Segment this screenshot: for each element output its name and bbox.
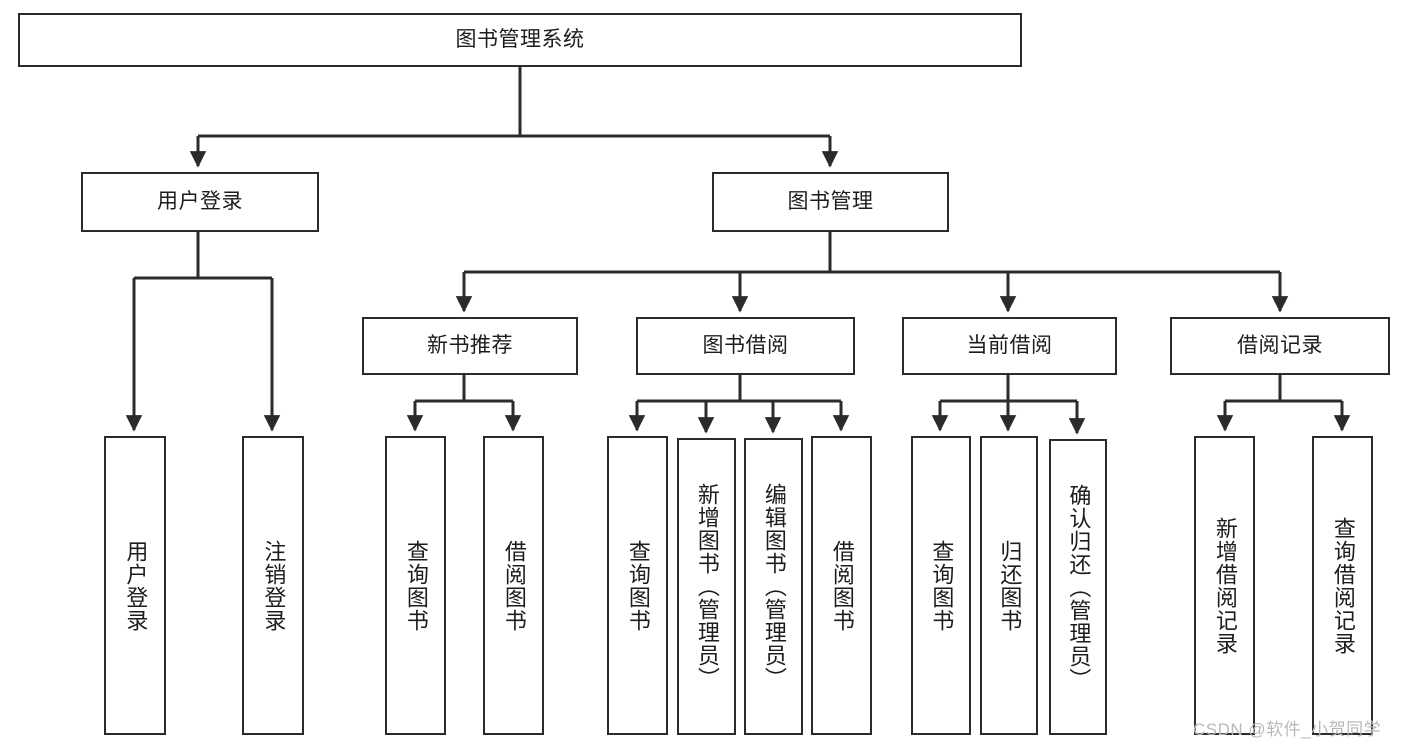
leaf-borrow-query-book[interactable]: 查询图书 xyxy=(607,436,668,735)
node-borrow-record[interactable]: 借阅记录 xyxy=(1170,317,1390,375)
leaf-borrow-add-book[interactable]: 新增图书（管理员） xyxy=(677,438,736,735)
node-new-book-recommend[interactable]: 新书推荐 xyxy=(362,317,578,375)
leaf-newbook-borrow-book[interactable]: 借阅图书 xyxy=(483,436,544,735)
node-root[interactable]: 图书管理系统 xyxy=(18,13,1022,67)
node-current-borrow[interactable]: 当前借阅 xyxy=(902,317,1117,375)
leaf-user-login[interactable]: 用户登录 xyxy=(104,436,166,735)
csdn-watermark: CSDN @软件_小贺同学 xyxy=(1193,720,1382,739)
node-user-login[interactable]: 用户登录 xyxy=(81,172,319,232)
leaf-record-query-record[interactable]: 查询借阅记录 xyxy=(1312,436,1373,735)
leaf-newbook-query-book[interactable]: 查询图书 xyxy=(385,436,446,735)
node-book-borrow[interactable]: 图书借阅 xyxy=(636,317,855,375)
leaf-current-query-book[interactable]: 查询图书 xyxy=(911,436,971,735)
leaf-record-add-record[interactable]: 新增借阅记录 xyxy=(1194,436,1255,735)
leaf-borrow-edit-book[interactable]: 编辑图书（管理员） xyxy=(744,438,803,735)
leaf-user-logout[interactable]: 注销登录 xyxy=(242,436,304,735)
node-book-management[interactable]: 图书管理 xyxy=(712,172,949,232)
leaf-borrow-lend-book[interactable]: 借阅图书 xyxy=(811,436,872,735)
leaf-current-return-book[interactable]: 归还图书 xyxy=(980,436,1038,735)
leaf-current-confirm-return[interactable]: 确认归还（管理员） xyxy=(1049,439,1107,735)
